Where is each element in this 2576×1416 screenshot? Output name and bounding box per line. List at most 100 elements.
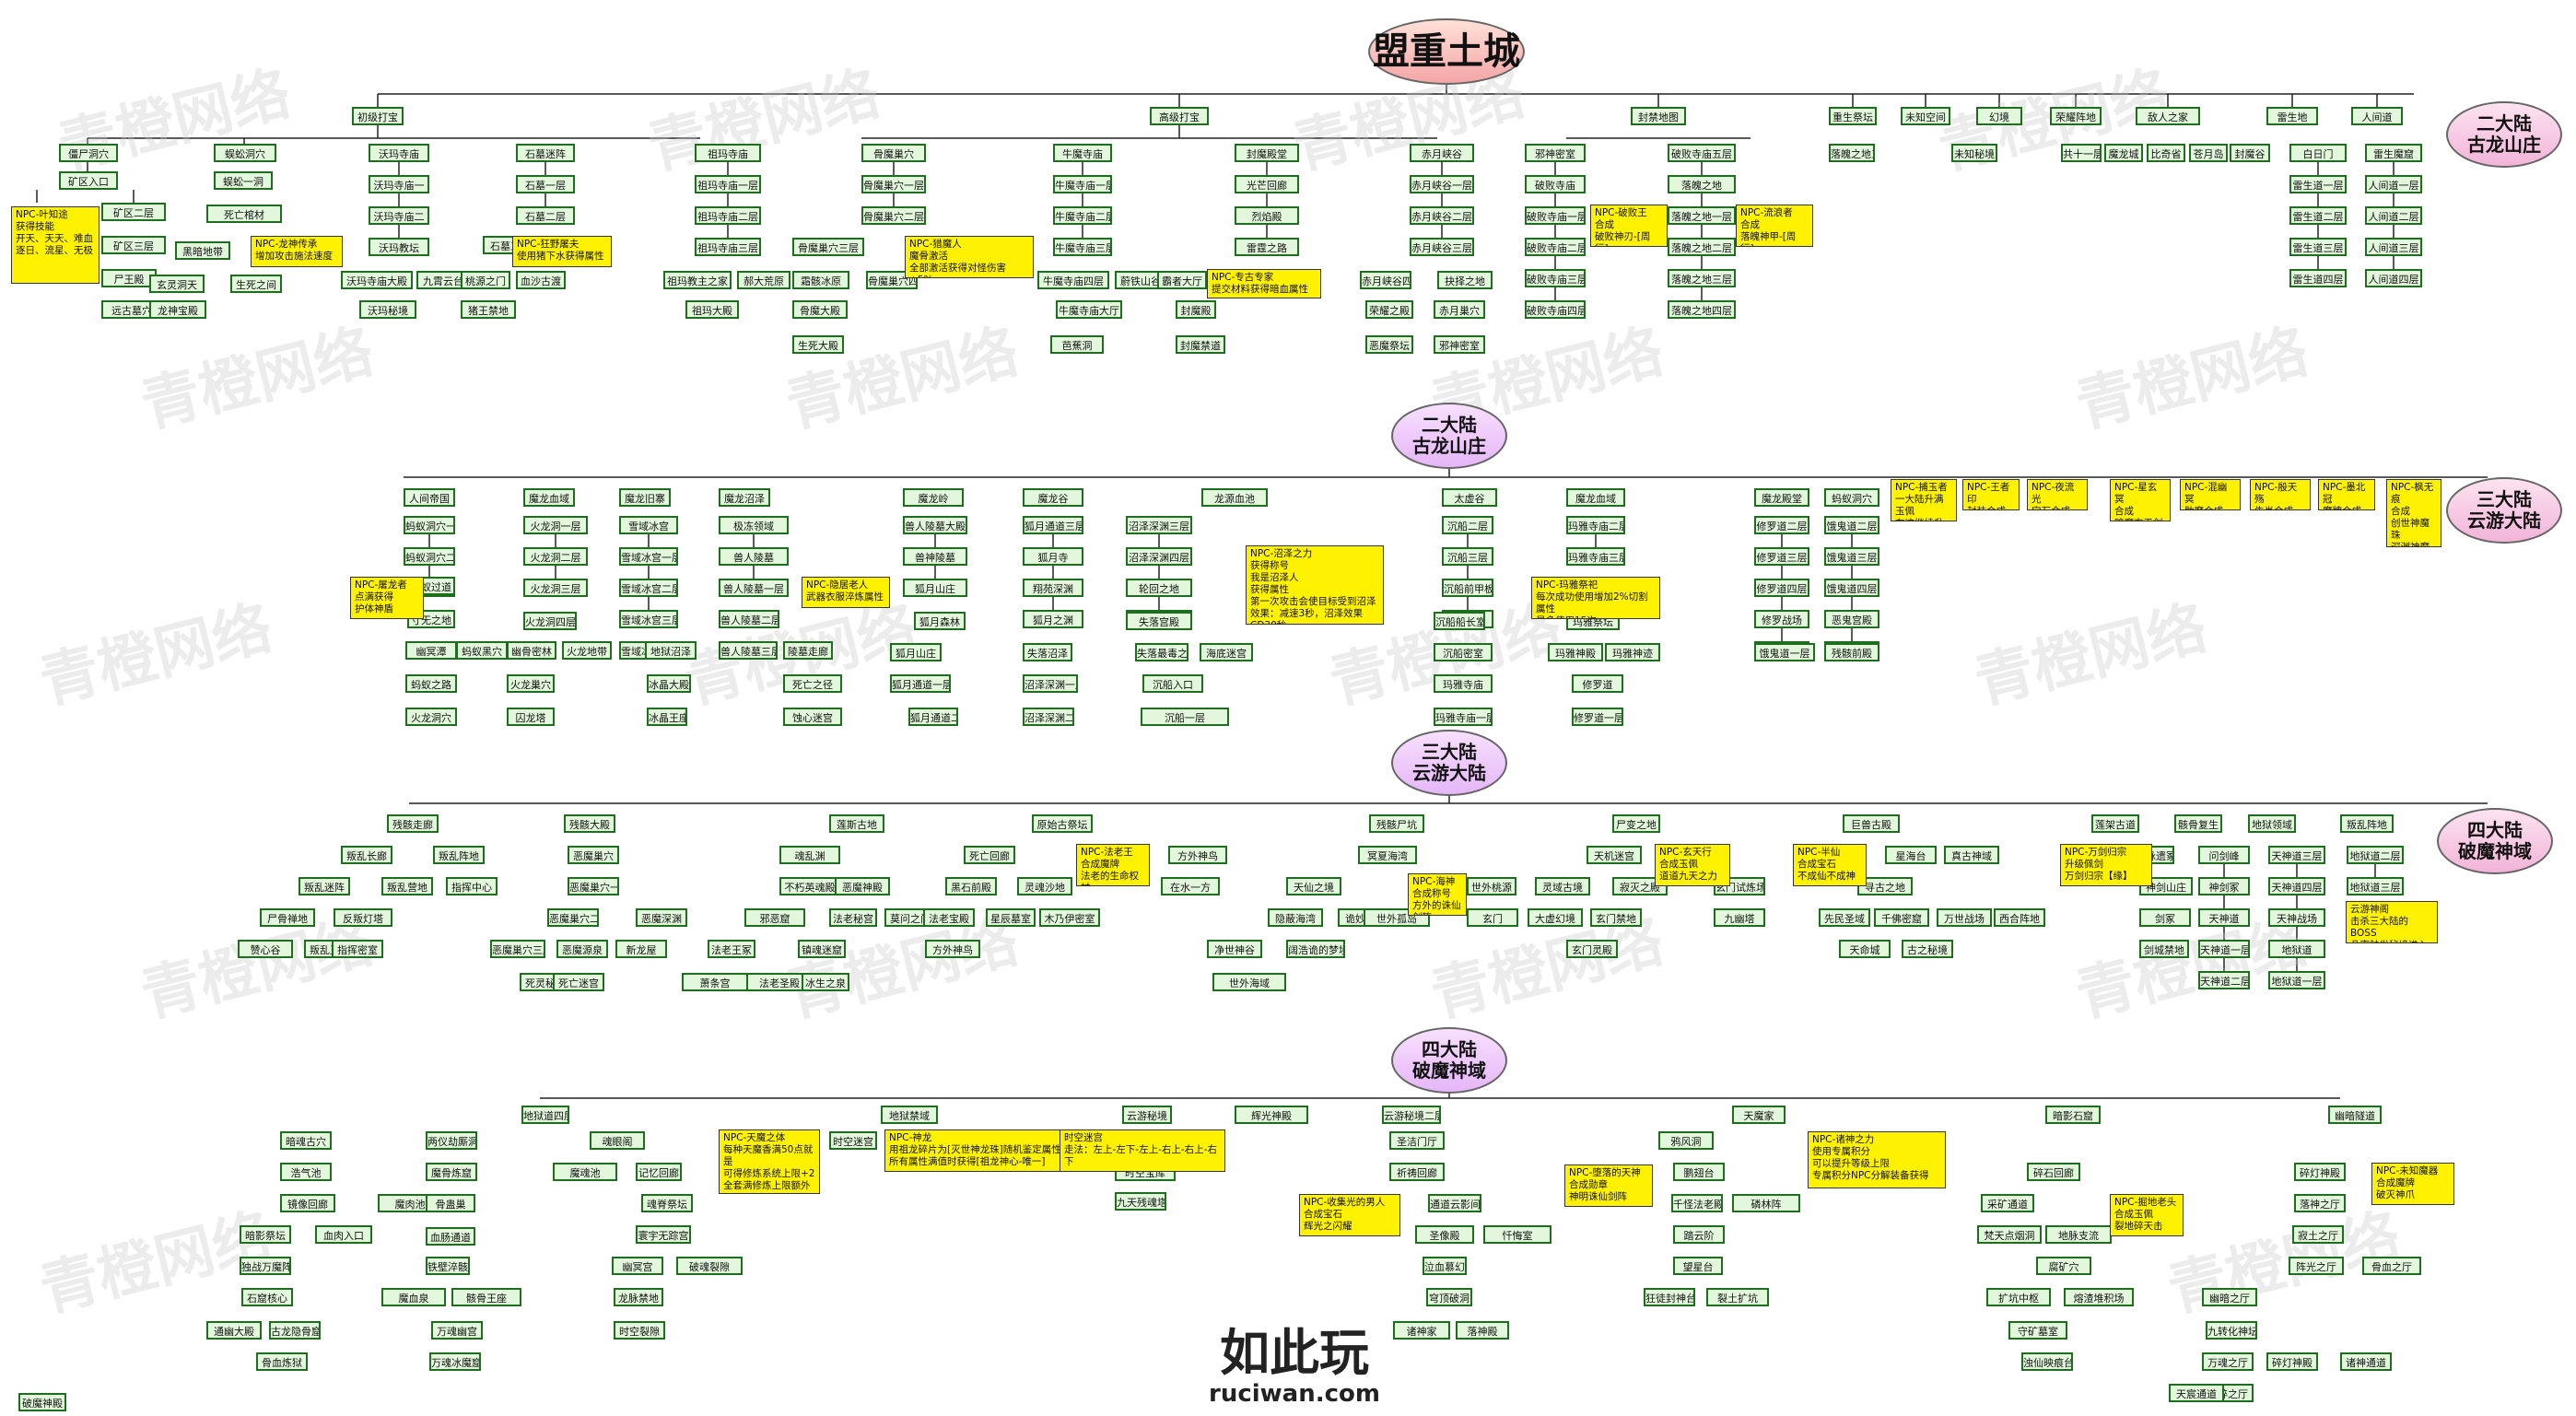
map-node[interactable]: 破败寺庙二层 [1525,238,1586,256]
map-node[interactable]: 天宸通道 [2169,1384,2224,1402]
map-node[interactable]: 熔渣堆积场 [2064,1288,2134,1306]
map-node[interactable]: 骸骨王座 [451,1288,521,1306]
map-node[interactable]: 祖玛寺庙二层 [695,206,761,225]
map-node[interactable]: 狐月通道二层 [908,708,958,726]
map-node[interactable]: 赤月峡谷三层 [1410,238,1474,256]
map-node[interactable]: 魔骨炼窟 [426,1163,477,1181]
map-node[interactable]: 雷生道二层 [2289,206,2347,225]
map-node[interactable]: 赤月峡谷一层 [1410,175,1474,193]
map-node[interactable]: 赞心谷 [238,940,293,958]
map-node[interactable]: 裂土扩坑 [1706,1288,1769,1306]
map-node[interactable]: 落魄之地二层 [1668,238,1736,256]
map-node[interactable]: 火龙巢穴 [507,674,555,693]
map-node[interactable]: 天机迷宫 [1587,846,1642,864]
map-node[interactable]: 失落宫殿 [1126,612,1192,630]
map-node[interactable]: 囚龙塔 [507,708,555,726]
map-node[interactable]: 千佛密窟 [1874,908,1929,927]
map-node[interactable]: 失落最毒之地 [1135,643,1188,661]
map-node[interactable]: 魔魂池 [553,1163,617,1181]
map-node[interactable]: 时空迷宫 [829,1131,877,1150]
map-node[interactable]: 芭蕉洞 [1050,335,1104,354]
map-node[interactable]: 破败寺庙 [1525,175,1586,193]
map-node[interactable]: 牛魔寺庙二层 [1053,206,1112,225]
map-node[interactable]: 法老宝殿 [923,908,975,927]
map-node[interactable]: 诸神家 [1393,1321,1450,1340]
map-node[interactable]: 阵光之厅 [2289,1257,2344,1275]
map-node[interactable]: 郝大荒原 [737,271,790,289]
map-node[interactable]: 牛魔寺庙三层 [1053,238,1112,256]
map-node[interactable]: 玄门禁地 [1590,908,1642,927]
map-node[interactable]: 火龙洞一层 [523,516,588,534]
map-node[interactable]: 火龙洞穴 [405,708,457,726]
map-node[interactable]: 沃玛寺庙二 [369,206,429,225]
map-node[interactable]: 九霄云台 [416,271,470,289]
map-node[interactable]: 邪神密室 [1525,144,1586,162]
map-node[interactable]: 苍月岛 [2189,144,2228,162]
map-node[interactable]: 万魂冰魔窟 [429,1352,481,1371]
map-node[interactable]: 望星台 [1673,1257,1723,1275]
map-node[interactable]: 万世战场 [1937,908,1992,927]
map-node[interactable]: 沉船密室 [1434,643,1493,661]
map-node[interactable]: 残骸走廊 [387,814,439,833]
map-node[interactable]: 石窟核心 [241,1288,293,1306]
map-node[interactable]: 牛魔寺庙大厅 [1056,300,1122,319]
map-node[interactable]: 生死之间 [230,275,282,293]
map-node[interactable]: 落魄之地三层 [1668,269,1736,287]
map-node[interactable]: 浩气池 [280,1163,332,1181]
map-node[interactable]: 霸者大厅 [1157,271,1207,289]
map-node[interactable]: 雪域冰宫一层 [619,547,678,566]
map-node[interactable]: 世外海域 [1212,973,1286,991]
map-node[interactable]: 九天残魂塔 [1115,1192,1166,1211]
map-node[interactable]: 敌人之家 [2136,107,2200,125]
map-node[interactable]: 星海台 [1885,846,1937,864]
map-node[interactable]: 玛雅神殿 [1548,643,1603,661]
map-node[interactable]: 恶魔巢穴二层 [547,908,599,927]
map-node[interactable]: 星辰墓室 [986,908,1036,927]
map-node[interactable]: 高级打宝 [1150,107,1209,125]
map-node[interactable]: 方外神鸟 [925,940,980,958]
map-node[interactable]: 狐月山庄 [890,643,942,661]
map-node[interactable]: 火龙洞三层 [523,579,588,597]
map-node[interactable]: 残骸大殿 [564,814,615,833]
map-node[interactable]: 修罗道二层 [1754,516,1809,534]
map-node[interactable]: 血沙古渡 [516,271,566,289]
map-node[interactable]: 圣像殿 [1415,1225,1474,1244]
map-node[interactable]: 雷生魔窟 [2365,144,2422,162]
map-node[interactable]: 骨魔巢穴二层 [861,206,926,225]
map-node[interactable]: 龙神宝殿 [149,300,206,319]
map-node[interactable]: 荣耀阵地 [2050,107,2102,125]
map-node[interactable]: 落魄之地四层 [1668,300,1736,319]
map-node[interactable]: 蚀心迷宫 [783,708,842,726]
map-node[interactable]: 饿鬼道一层 [1754,643,1815,661]
map-node[interactable]: 光芒回廊 [1235,175,1299,193]
map-node[interactable]: 地狱道一层 [2268,971,2325,989]
map-node[interactable]: 失落沼泽 [1023,643,1072,661]
map-node[interactable]: 记忆回廊 [636,1163,682,1181]
map-node[interactable]: 人间道 [2351,107,2403,125]
map-node[interactable]: 饿鬼道四层 [1824,579,1879,597]
map-node[interactable]: 地狱道 [2268,940,2325,958]
map-node[interactable]: 地狱禁域 [881,1106,938,1124]
map-node[interactable]: 圣洁门厅 [1389,1131,1445,1150]
map-node[interactable]: 独战万魔阵 [240,1257,291,1275]
map-node[interactable]: 石墓迷阵 [516,144,575,162]
map-node[interactable]: 天神战场 [2268,908,2325,927]
map-node[interactable]: 幽冥潭 [405,641,457,660]
map-node[interactable]: 在水一方 [1161,877,1220,895]
map-node[interactable]: 魔龙沼泽 [719,488,770,507]
map-node[interactable]: 铁壁淬骸窟 [426,1257,470,1275]
map-node[interactable]: 地狱道三层 [2347,877,2404,895]
map-node[interactable]: 法老王冢 [708,940,755,958]
map-node[interactable]: 天仙之境 [1286,877,1341,895]
map-node[interactable]: 暗魂古穴 [280,1131,332,1150]
map-node[interactable]: 蜈蚣一洞 [214,171,273,190]
map-node[interactable]: 赤月峡谷二层 [1410,206,1474,225]
map-node[interactable]: 雪域冰宫 [619,516,678,534]
map-node[interactable]: 万魂之厅 [2202,1352,2254,1371]
map-node[interactable]: 火龙地带 [562,641,612,660]
map-node[interactable]: 大虚幻境 [1528,908,1583,927]
map-node[interactable]: 骨魔巢穴 [861,144,926,162]
map-node[interactable]: 地狱道二层 [2347,846,2404,864]
map-node[interactable]: 骨血之厅 [2362,1257,2421,1275]
map-node[interactable]: 神剑山庄 [2139,877,2193,895]
